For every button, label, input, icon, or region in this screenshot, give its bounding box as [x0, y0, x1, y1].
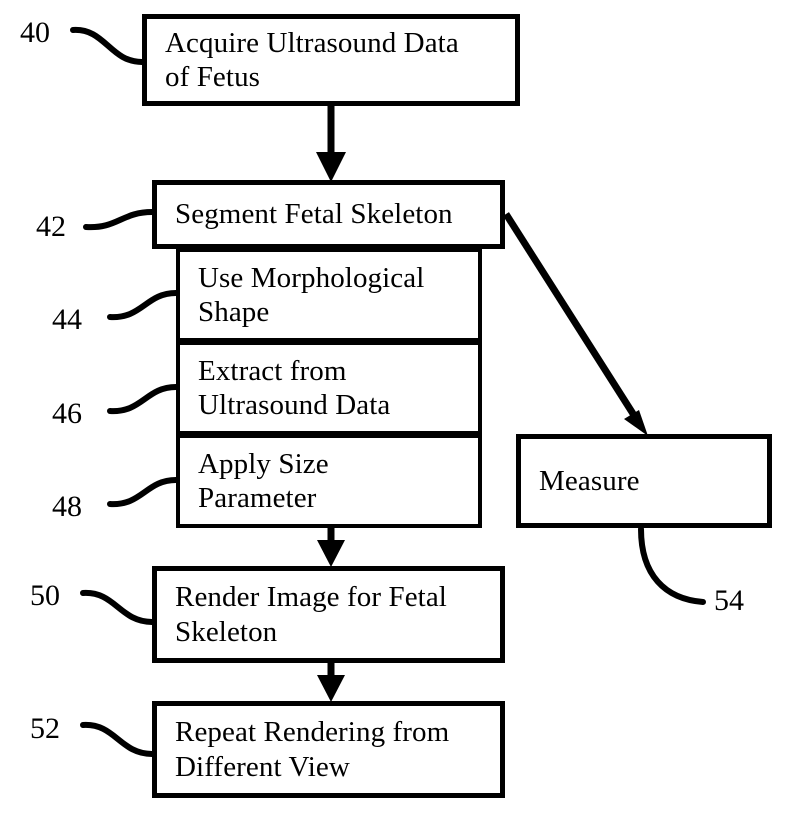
connector-42-to-54 — [503, 212, 648, 436]
node-use-morphological-shape[interactable]: Use Morphological Shape — [176, 248, 482, 342]
reference-numeral-52: 52 — [30, 712, 60, 745]
node-repeat-rendering-from-different-view[interactable]: Repeat Rendering from Different View — [152, 701, 505, 798]
leader-line-54 — [638, 526, 706, 605]
leader-line-46 — [107, 384, 179, 415]
reference-numeral-50: 50 — [30, 579, 60, 612]
connector-48-to-50 — [317, 528, 345, 567]
reference-numeral-40: 40 — [20, 16, 50, 49]
leader-line-52 — [80, 721, 155, 757]
connector-40-to-42 — [316, 106, 346, 182]
reference-numeral-54: 54 — [714, 584, 744, 617]
node-segment-fetal-skeleton[interactable]: Segment Fetal Skeleton — [152, 180, 505, 249]
node-render-image-for-fetal-skeleton[interactable]: Render Image for Fetal Skeleton — [152, 566, 505, 663]
node-label-44: Use Morphological Shape — [198, 261, 425, 328]
connector-50-to-52 — [317, 663, 345, 702]
node-label-50: Render Image for Fetal Skeleton — [175, 581, 447, 648]
node-label-48: Apply Size Parameter — [198, 447, 329, 514]
leader-line-40 — [70, 26, 145, 65]
leader-line-42 — [83, 209, 155, 231]
node-label-54: Measure — [539, 464, 640, 497]
node-label-40: Acquire Ultrasound Data of Fetus — [165, 26, 459, 93]
leader-line-44 — [107, 290, 179, 321]
reference-numeral-42: 42 — [36, 210, 66, 243]
reference-numeral-48: 48 — [52, 490, 82, 523]
leader-line-48 — [107, 477, 179, 508]
node-apply-size-parameter[interactable]: Apply Size Parameter — [176, 434, 482, 528]
leader-line-50 — [80, 589, 155, 625]
node-label-42: Segment Fetal Skeleton — [175, 198, 453, 231]
node-acquire-ultrasound-data[interactable]: Acquire Ultrasound Data of Fetus — [142, 14, 520, 106]
node-extract-from-ultrasound-data[interactable]: Extract from Ultrasound Data — [176, 341, 482, 435]
reference-numeral-46: 46 — [52, 397, 82, 430]
node-measure[interactable]: Measure — [516, 434, 772, 528]
node-label-46: Extract from Ultrasound Data — [198, 354, 391, 421]
reference-numeral-44: 44 — [52, 303, 82, 336]
node-label-52: Repeat Rendering from Different View — [175, 716, 450, 783]
